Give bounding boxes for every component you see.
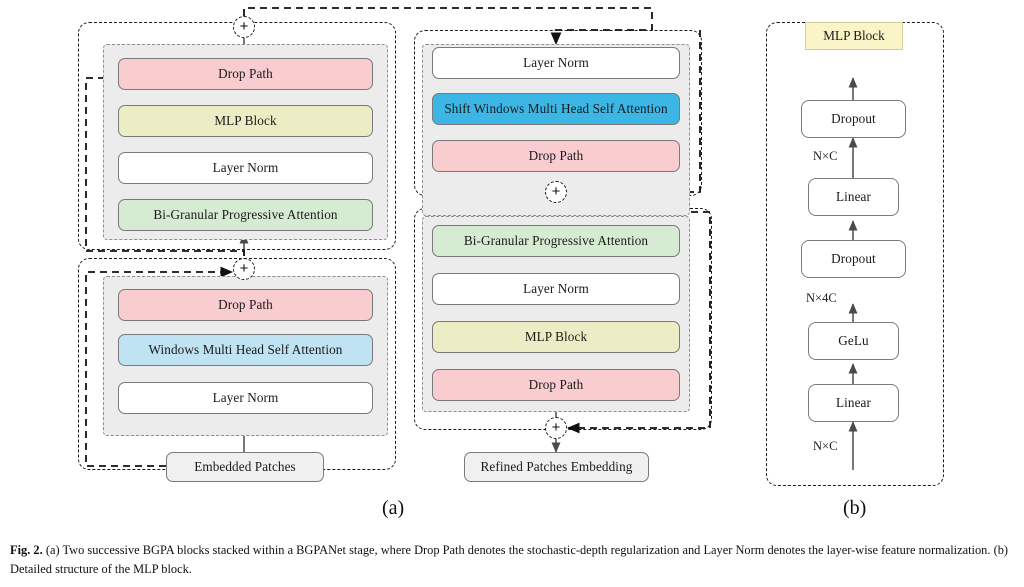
- block1-adder-middle[interactable]: +: [233, 258, 255, 280]
- plus-glyph: +: [551, 182, 561, 200]
- sublabel-a: (a): [382, 497, 405, 519]
- figure-caption: Fig. 2. (a) Two successive BGPA blocks s…: [10, 541, 1016, 578]
- figure-caption-label: Fig. 2.: [10, 543, 43, 557]
- refined-patches-embedding[interactable]: Refined Patches Embedding: [464, 452, 649, 482]
- block2-drop-path-1[interactable]: Drop Path: [432, 140, 680, 172]
- block1-windows-msa[interactable]: Windows Multi Head Self Attention: [118, 334, 373, 366]
- block1-mlp-block[interactable]: MLP Block: [118, 105, 373, 137]
- block2-adder-bottom[interactable]: +: [545, 417, 567, 439]
- mlp-linear-1[interactable]: Linear: [808, 384, 899, 422]
- mlp-gelu[interactable]: GeLu: [808, 322, 899, 360]
- block2-drop-path-2[interactable]: Drop Path: [432, 369, 680, 401]
- block1-adder-top[interactable]: +: [233, 16, 255, 38]
- block1-drop-path-1[interactable]: Drop Path: [118, 289, 373, 321]
- block1-bgpa[interactable]: Bi-Granular Progressive Attention: [118, 199, 373, 231]
- embedded-patches[interactable]: Embedded Patches: [166, 452, 324, 482]
- mlp-dropout-2[interactable]: Dropout: [801, 100, 906, 138]
- mlp-dropout-1[interactable]: Dropout: [801, 240, 906, 278]
- mlp-block-title-chip: MLP Block: [805, 22, 903, 50]
- block2-layer-norm-2[interactable]: Layer Norm: [432, 273, 680, 305]
- block2-adder-middle[interactable]: +: [545, 181, 567, 203]
- figure-caption-text: (a) Two successive BGPA blocks stacked w…: [10, 543, 1009, 576]
- plus-glyph: +: [551, 418, 561, 436]
- sublabel-b: (b): [843, 497, 867, 519]
- block1-layer-norm-1[interactable]: Layer Norm: [118, 382, 373, 414]
- block1-drop-path-2[interactable]: Drop Path: [118, 58, 373, 90]
- dim-label-nxc-top: N×C: [813, 149, 838, 163]
- plus-glyph: +: [239, 17, 249, 35]
- dim-label-nx4c: N×4C: [806, 291, 837, 305]
- block2-mlp-block[interactable]: MLP Block: [432, 321, 680, 353]
- plus-glyph: +: [239, 259, 249, 277]
- block2-shift-windows-msa[interactable]: Shift Windows Multi Head Self Attention: [432, 93, 680, 125]
- block1-layer-norm-2[interactable]: Layer Norm: [118, 152, 373, 184]
- dim-label-nxc-bottom: N×C: [813, 439, 838, 453]
- mlp-linear-2[interactable]: Linear: [808, 178, 899, 216]
- block2-layer-norm-1[interactable]: Layer Norm: [432, 47, 680, 79]
- block2-bgpa[interactable]: Bi-Granular Progressive Attention: [432, 225, 680, 257]
